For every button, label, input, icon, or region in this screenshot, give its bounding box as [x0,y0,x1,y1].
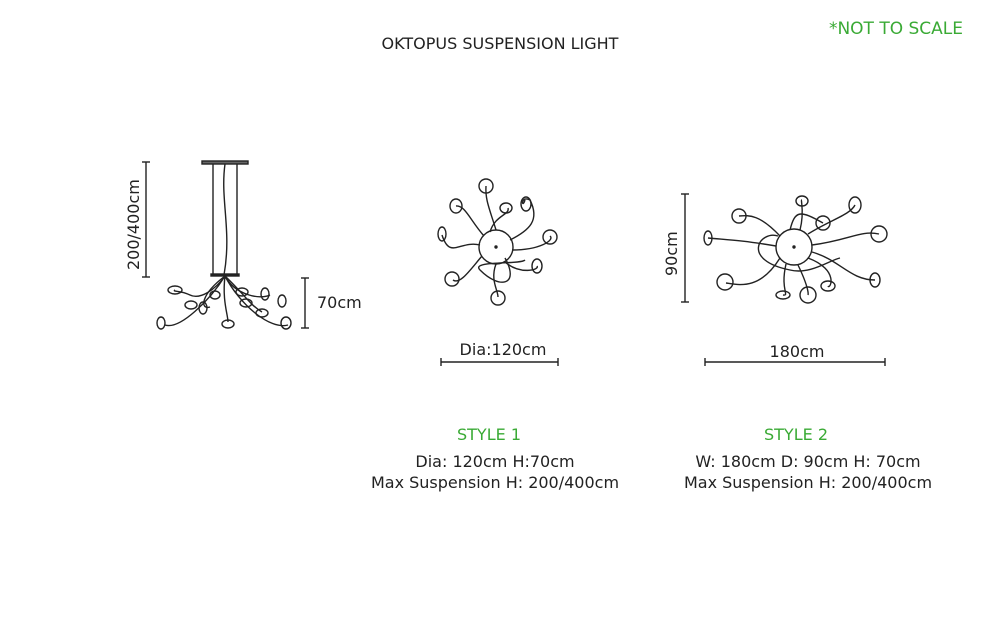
style1-name: STYLE 1 [457,425,521,444]
style2-dims: W: 180cm D: 90cm H: 70cm [695,452,921,471]
style1-diameter-label: Dia:120cm [459,340,547,359]
style2-name: STYLE 2 [764,425,828,444]
style2-width-label: 180cm [769,342,825,361]
style2-depth-label: 90cm [662,231,681,276]
style1-suspension: Max Suspension H: 200/400cm [370,473,620,492]
body-height-label: 70cm [317,293,362,312]
style2-suspension: Max Suspension H: 200/400cm [683,473,933,492]
not-to-scale-note: *NOT TO SCALE [828,19,963,39]
style2-drawing [681,193,888,366]
style1-dims: Dia: 120cm H:70cm [415,452,575,471]
side-view-drawing [142,160,309,330]
page-title: OKTOPUS SUSPENSION LIGHT [381,34,619,53]
suspension-height-label: 200/400cm [124,179,143,270]
style1-drawing [437,178,559,366]
